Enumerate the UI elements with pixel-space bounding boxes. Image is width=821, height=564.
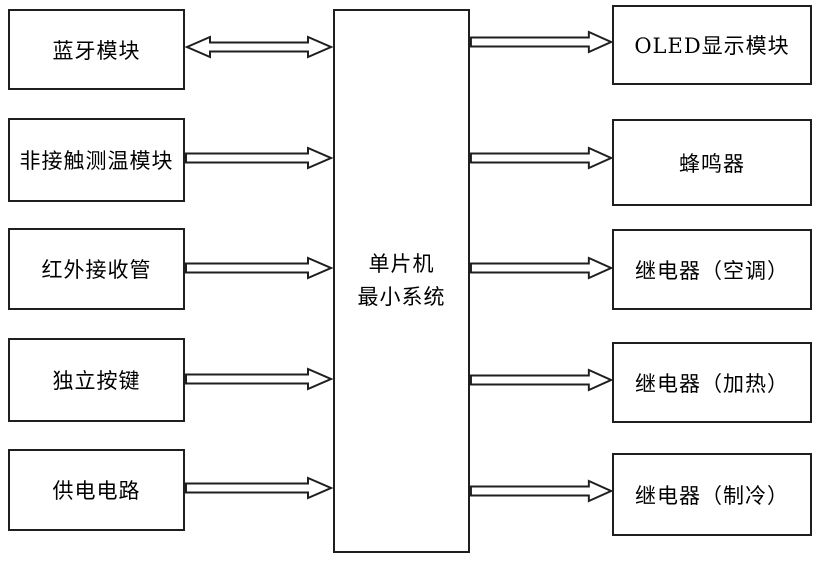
node-relay-heating: 继电器（加热） [612,342,812,423]
node-label: 供电电路 [52,479,141,503]
arrow-keys-to-mcu [185,366,333,392]
node-relay-cooling: 继电器（制冷） [612,453,812,536]
node-label: 继电器（制冷） [635,483,789,508]
arrow-power-to-mcu [185,475,333,501]
node-label: 蓝牙模块 [52,38,141,63]
node-label: OLED显示模块 [634,34,790,58]
arrow-bluetooth-bidirectional [185,34,333,60]
arrow-ir-to-mcu [185,255,333,281]
node-label-line1: 单片机 [368,252,435,277]
arrow-mcu-to-relay-ac [470,255,613,281]
node-contactless-temp-module: 非接触测温模块 [8,118,185,202]
node-power-supply-circuit: 供电电路 [8,449,185,531]
node-buzzer: 蜂鸣器 [612,119,812,206]
node-label: 蜂鸣器 [679,151,745,176]
arrow-mcu-to-relay-heat [470,367,613,393]
node-label: 非接触测温模块 [19,149,174,173]
node-label: 红外接收管 [41,258,152,282]
node-oled-display-module: OLED显示模块 [612,5,812,85]
arrow-temp-to-mcu [185,145,333,171]
arrow-mcu-to-buzzer [470,145,613,171]
node-label: 继电器（空调） [635,258,789,283]
node-label: 独立按键 [52,369,141,393]
node-relay-air-conditioner: 继电器（空调） [612,229,812,310]
arrow-mcu-to-relay-cool [470,478,613,504]
arrow-mcu-to-oled [470,29,613,55]
node-ir-receiver: 红外接收管 [8,228,185,310]
node-independent-keys: 独立按键 [8,338,185,422]
node-label-line2: 最小系统 [357,285,446,309]
node-bluetooth-module: 蓝牙模块 [8,9,185,90]
node-mcu-minimal-system: 单片机 最小系统 [333,9,470,553]
node-label: 继电器（加热） [635,371,789,396]
